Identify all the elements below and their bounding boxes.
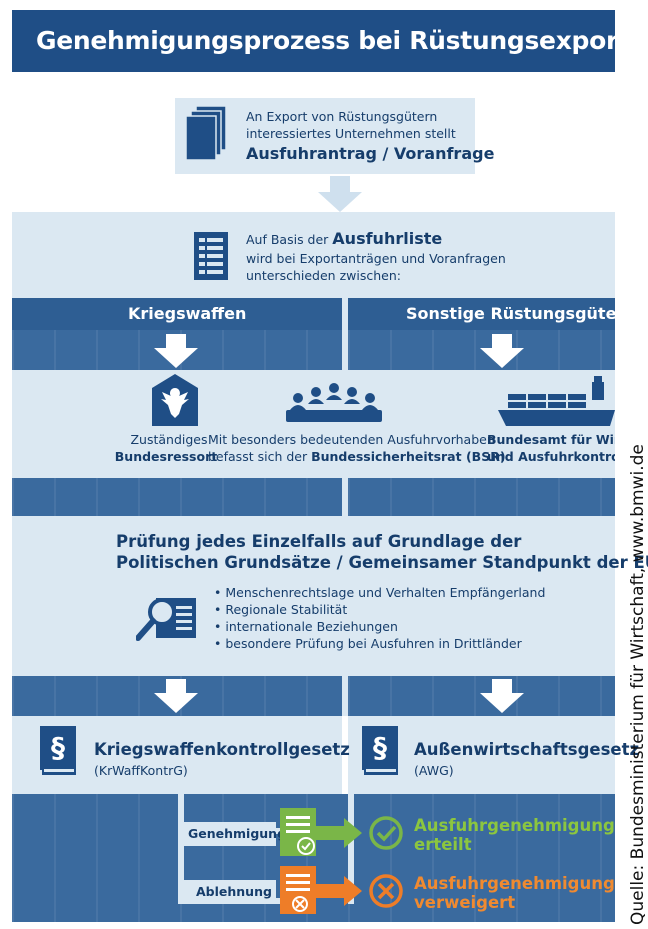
connector-vertical bbox=[178, 794, 184, 904]
rejection-text-1: Ausfuhrgenehmigung bbox=[414, 874, 615, 893]
application-text-2: interessiertes Unternehmen stellt bbox=[246, 126, 456, 141]
column-label-weapons: Kriegswaffen bbox=[128, 304, 247, 323]
ressort-text-2: Bundesressort bbox=[114, 449, 218, 464]
laws-divider bbox=[342, 716, 348, 794]
rejection-label: Ablehnung bbox=[196, 884, 272, 899]
check-circle-icon bbox=[369, 816, 403, 850]
list-basis-line2: wird bei Exportanträgen und Voranfragen bbox=[246, 251, 506, 266]
approval-text-2: erteilt bbox=[414, 835, 472, 854]
column-label-other: Sonstige Rüstungsgüter bbox=[406, 304, 625, 323]
review-title-1: Prüfung jedes Einzelfalls auf Grundlage … bbox=[116, 532, 522, 551]
application-text-1: An Export von Rüstungsgütern bbox=[246, 109, 438, 124]
arrow-down-icon bbox=[480, 679, 524, 713]
review-bullet: • Menschenrechtslage und Verhalten Empfä… bbox=[214, 585, 546, 600]
band-divider-1 bbox=[342, 330, 348, 370]
approval-label-box bbox=[182, 822, 276, 846]
council-icon bbox=[286, 383, 382, 422]
band-divider-3 bbox=[342, 676, 348, 716]
section-symbol: § bbox=[373, 731, 387, 764]
page-title-bar: Genehmigungsprozess bei Rüstungsexporten bbox=[12, 10, 648, 72]
page-title: Genehmigungsprozess bei Rüstungsexporten bbox=[36, 26, 648, 55]
band-right-1 bbox=[348, 330, 615, 370]
list-basis-line3: unterschieden zwischen: bbox=[246, 268, 401, 283]
law-title-right: Außenwirtschaftsgesetz bbox=[414, 740, 640, 759]
law-book-icon bbox=[362, 726, 398, 775]
connector-vertical-right bbox=[348, 794, 354, 904]
bsr-text-2: befasst sich der Bundessicherheitsrat (B… bbox=[208, 448, 506, 465]
arrow-down-icon bbox=[480, 334, 524, 368]
bsr-text-1: Mit besonders bedeutenden Ausfuhrvorhabe… bbox=[208, 432, 495, 447]
arrow-down-icon bbox=[154, 334, 198, 368]
application-text-3: Ausfuhrantrag / Voranfrage bbox=[246, 144, 495, 163]
ressort-text-1: Zuständiges bbox=[130, 432, 208, 447]
band-left-2 bbox=[12, 478, 342, 516]
source-credit: Quelle: Bundesministerium für Wirtschaft… bbox=[628, 444, 648, 925]
bsr-name: Bundessicherheitsrat (BSR) bbox=[311, 449, 506, 464]
list-icon bbox=[194, 232, 228, 280]
right-edge-mask bbox=[615, 370, 648, 478]
review-band bbox=[12, 516, 615, 676]
cross-circle-icon bbox=[369, 874, 403, 908]
ship-icon bbox=[498, 376, 615, 426]
approval-text-1: Ausfuhrgenehmigung bbox=[414, 816, 615, 835]
bsr-text-prefix: befasst sich der bbox=[208, 449, 312, 464]
column-header-left: Kriegswaffen bbox=[12, 298, 342, 330]
eagle-icon bbox=[152, 374, 198, 426]
review-bullet: • internationale Beziehungen bbox=[214, 619, 398, 634]
section-symbol: § bbox=[51, 731, 65, 764]
documents-icon bbox=[186, 106, 227, 161]
list-basis-keyword: Ausfuhrliste bbox=[332, 229, 443, 248]
arrow-down-icon bbox=[154, 679, 198, 713]
list-basis-line1: Auf Basis der Ausfuhrliste bbox=[246, 229, 442, 248]
bafa-text-2: und Ausfuhrkontrolle bbox=[487, 449, 637, 464]
magnifier-document-icon bbox=[136, 598, 196, 641]
list-basis-prefix: Auf Basis der bbox=[246, 232, 333, 247]
rejection-label-box bbox=[182, 880, 276, 904]
band-divider-2 bbox=[342, 478, 348, 516]
column-divider bbox=[342, 298, 348, 330]
review-title-2: Politischen Grundsätze / Gemeinsamer Sta… bbox=[116, 553, 648, 572]
approved-document-icon bbox=[280, 808, 316, 856]
law-book-icon bbox=[40, 726, 76, 775]
arrow-down-icon bbox=[318, 176, 362, 212]
arrow-right-icon bbox=[316, 818, 362, 848]
law-title-left: Kriegswaffenkontrollgesetz bbox=[94, 740, 350, 759]
review-bullet: • besondere Prüfung bei Ausfuhren in Dri… bbox=[214, 636, 522, 651]
bafa-text-1: Bundesamt für Wirtschaft bbox=[487, 432, 648, 447]
column-header-right: Sonstige Rüstungsgüter bbox=[348, 298, 624, 330]
list-basis-band bbox=[12, 212, 615, 298]
law-abbr-left: (KrWaffKontrG) bbox=[94, 763, 188, 778]
rejected-document-icon bbox=[280, 866, 316, 914]
band-right-2 bbox=[348, 478, 615, 516]
law-abbr-right: (AWG) bbox=[414, 763, 454, 778]
band-right-3 bbox=[348, 676, 615, 716]
approval-label: Genehmigung bbox=[188, 826, 287, 841]
rejection-text-2: verweigert bbox=[414, 893, 516, 912]
laws-band bbox=[12, 716, 615, 794]
review-bullet: • Regionale Stabilität bbox=[214, 602, 348, 617]
arrow-right-icon bbox=[316, 876, 362, 906]
